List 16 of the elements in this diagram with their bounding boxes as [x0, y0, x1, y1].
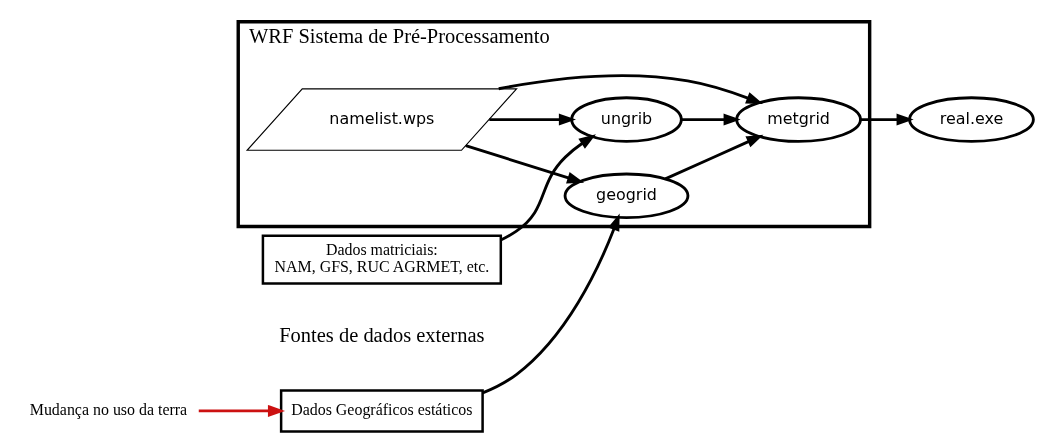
label: Fontes de dados externas	[279, 323, 485, 346]
arrow	[500, 134, 596, 242]
node-ellipse: real.exe	[908, 96, 1035, 143]
arrow	[482, 213, 620, 395]
node-ellipse: ungrib	[570, 96, 683, 143]
arrow	[489, 113, 576, 126]
node-box: Dados matriciais: NAM, GFS, RUC AGRMET, etc.	[261, 234, 503, 285]
arrow	[664, 134, 764, 181]
arrow	[498, 74, 764, 105]
arrow	[681, 113, 741, 126]
arrow	[465, 144, 585, 184]
arrow	[198, 404, 286, 417]
node-text: Mudança no uso da terra	[29, 401, 188, 419]
arrow	[860, 113, 914, 126]
node-ellipse: metgrid	[735, 96, 862, 143]
node-box: Dados Geográficos estáticos	[279, 389, 484, 433]
